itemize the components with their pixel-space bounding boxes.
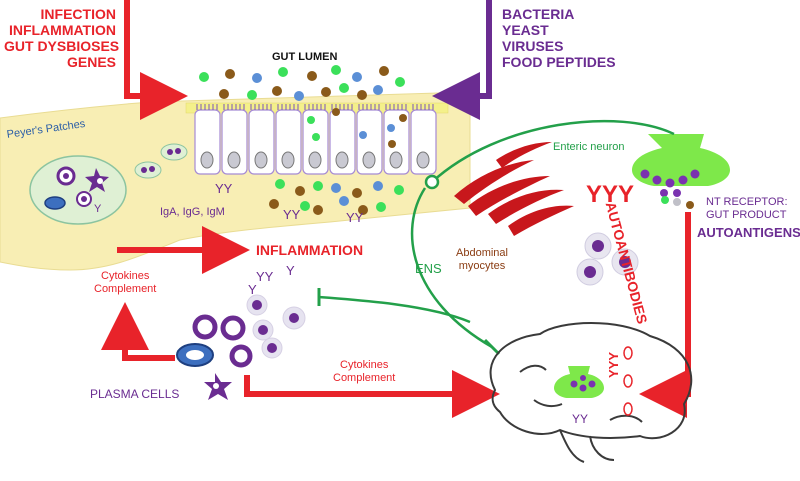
cytokines-complement-left: Cytokines Complement — [94, 270, 156, 295]
svg-text:Y: Y — [94, 203, 102, 215]
receptor-particles — [661, 196, 694, 209]
abdominal-myocytes-label: Abdominal myocytes — [456, 247, 508, 272]
svg-text:YY: YY — [572, 412, 588, 426]
brain-purple-y: YY — [572, 412, 588, 426]
svg-text:YY: YY — [256, 269, 274, 284]
enteric-neuron — [632, 134, 730, 197]
svg-text:YY: YY — [346, 210, 364, 225]
cytokines-left: Cytokines — [101, 270, 150, 282]
autoantigens-label: AUTOANTIGENS — [697, 225, 800, 240]
antibody-glyphs: YY YY YY — [215, 181, 364, 225]
svg-text:Y: Y — [286, 263, 295, 278]
enteric-terminal — [424, 174, 440, 190]
svg-text:YYY: YYY — [586, 181, 634, 208]
brain-cells — [623, 346, 633, 416]
causes-left-list: INFECTION INFLAMMATION GUT DYSBIOSES GEN… — [4, 6, 120, 71]
ens-to-immune — [318, 295, 471, 324]
cause-genes: GENES — [66, 54, 116, 71]
svg-text:YYY: YYY — [606, 352, 621, 378]
cytokines-bottom: Cytokines — [340, 359, 389, 371]
cytokine-arrow-up — [101, 302, 175, 361]
abdominal-myocytes — [454, 142, 574, 236]
epithelium — [185, 102, 449, 175]
nt-receptor-label: NT RECEPTOR: GUT PRODUCT — [706, 196, 788, 221]
autoantibody-arrow — [639, 212, 691, 418]
cytokine-arrow-brain — [244, 370, 500, 418]
cause-inflammation: INFLAMMATION — [8, 22, 116, 39]
inflammation-label: INFLAMMATION — [256, 242, 364, 258]
cause-arrow-right — [432, 0, 492, 120]
nt-receptor-line2: GUT PRODUCT — [706, 208, 787, 221]
autoantigen-cells — [576, 232, 639, 286]
cause-arrow-left — [124, 0, 188, 120]
brain — [489, 322, 693, 463]
svg-text:Y: Y — [248, 282, 257, 297]
svg-text:YY: YY — [283, 207, 301, 222]
autoantibody-glyphs: YYY — [586, 181, 634, 208]
complement-left: Complement — [94, 282, 157, 295]
myocytes-label: myocytes — [458, 259, 506, 272]
cause-bacteria: BACTERIA — [502, 6, 575, 22]
svg-text:YY: YY — [215, 181, 233, 196]
small-cluster — [134, 143, 188, 179]
cause-gut-dysbioses: GUT DYSBIOSES — [4, 38, 120, 55]
cause-food-peptides: FOOD PEPTIDES — [502, 54, 616, 71]
peyers-patches: Y — [29, 155, 127, 225]
abdominal-label: Abdominal — [456, 247, 508, 259]
lumen-particles — [199, 65, 407, 148]
plasma-cells-label: PLASMA CELLS — [90, 387, 180, 401]
causes-right-list: BACTERIA YEAST VIRUSES FOOD PEPTIDES — [502, 6, 616, 70]
ens-block-brain — [483, 338, 501, 356]
ens-label: ENS — [415, 261, 442, 276]
brain-receptor — [554, 366, 604, 398]
cause-yeast: YEAST — [502, 22, 549, 39]
enteric-axon — [431, 119, 675, 183]
immunoglobulins-label: IgA, IgG, IgM — [160, 206, 225, 218]
gut-lumen-label: GUT LUMEN — [272, 51, 338, 63]
plasma-antibody-glyphs: YY Y Y — [248, 263, 295, 297]
nt-receptor-line1: NT RECEPTOR: — [706, 196, 788, 208]
cytokines-complement-bottom: Cytokines Complement — [333, 359, 395, 384]
ens-to-brain — [410, 187, 493, 349]
brain-antibodies: YYY — [606, 352, 621, 378]
complement-bottom: Complement — [333, 371, 396, 384]
submucosa-particles — [269, 179, 404, 215]
enteric-neuron-label: Enteric neuron — [553, 141, 625, 153]
cause-viruses: VIRUSES — [502, 38, 564, 55]
plasma-cell-group — [176, 294, 306, 400]
cause-infection: INFECTION — [40, 6, 116, 22]
